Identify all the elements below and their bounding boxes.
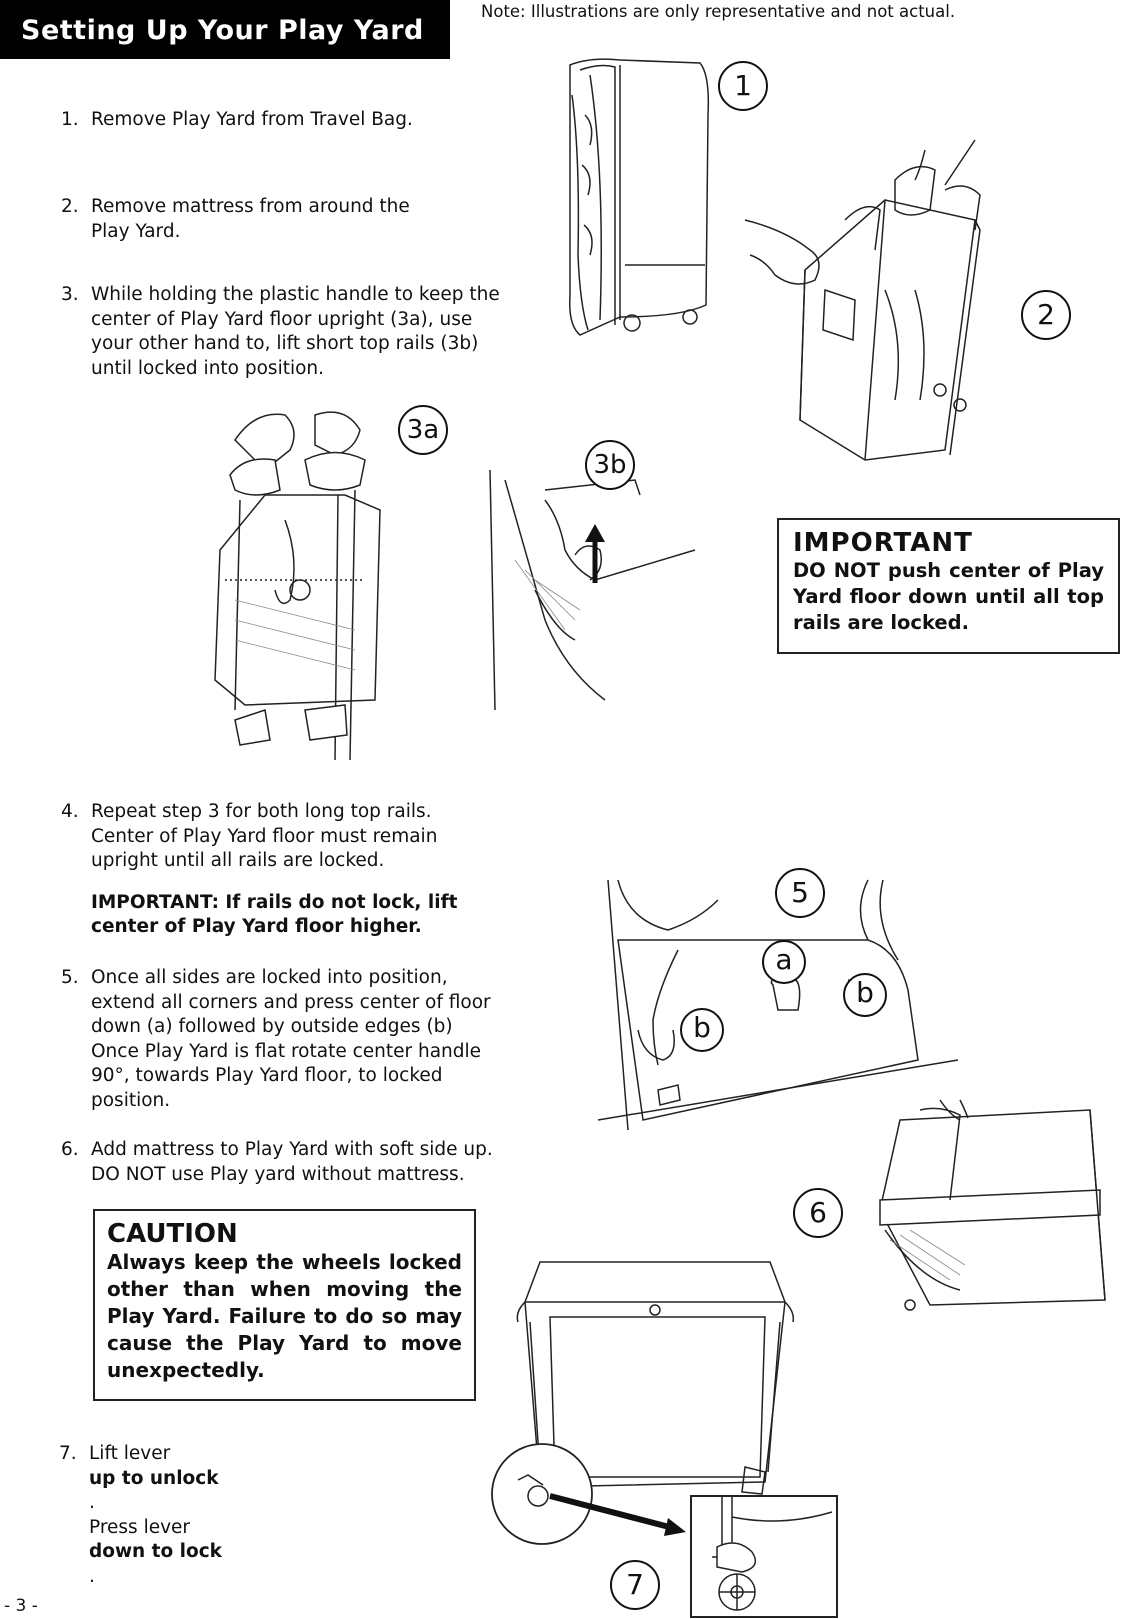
step-1-badge: 1 (718, 61, 768, 111)
step-text-line: extend all corners and press center of f… (91, 991, 491, 1013)
caution-text: Always keep the wheels locked other than… (107, 1250, 462, 1382)
step-important-line: center of Play Yard floor higher. (91, 916, 422, 937)
step-text-line: 90°, towards Play Yard floor, to locked (91, 1065, 443, 1086)
step-1: 1. Remove Play Yard from Travel Bag. (61, 108, 413, 133)
caution-title: CAUTION (107, 1219, 238, 1249)
label-a-badge: a (762, 940, 806, 984)
wheel-lever-inset (690, 1495, 838, 1618)
step-2: 2. Remove mattress from around the Play … (61, 195, 410, 244)
step-text-line: down (a) followed by outside edges (b) (91, 1016, 453, 1037)
step-text-line: Remove mattress from around the (91, 196, 410, 217)
step-3b-badge: 3b (585, 440, 635, 490)
step-3a-badge: 3a (398, 405, 448, 455)
step-text-line: Press lever down to lock. (89, 1516, 222, 1587)
important-text: DO NOT push center of Play Yard floor do… (793, 559, 1104, 634)
illustration-note: Note: Illustrations are only representat… (481, 2, 956, 21)
illustration-step-6 (860, 1100, 1115, 1305)
illustration-remove-mattress (745, 140, 1025, 470)
step-number: 4. (61, 801, 79, 822)
page-number: - 3 - (4, 1596, 38, 1616)
step-important-line: IMPORTANT: If rails do not lock, lift (91, 891, 458, 913)
caution-box: CAUTION Always keep the wheels locked ot… (93, 1209, 476, 1401)
step-text-line: Center of Play Yard floor must remain (91, 825, 438, 847)
section-title: Setting Up Your Play Yard (0, 0, 450, 59)
step-text-line: Once Play Yard is flat rotate center han… (91, 1040, 482, 1062)
step-text-line: DO NOT use Play yard without mattress. (91, 1163, 465, 1185)
illustration-travel-bag (560, 55, 720, 345)
step-5-badge: 5 (775, 868, 825, 918)
step-4: 4. Repeat step 3 for both long top rails… (61, 800, 457, 940)
step-number: 3. (61, 284, 79, 305)
step-text-line: Repeat step 3 for both long top rails. (91, 801, 432, 822)
step-7: 7. Lift lever up to unlock. Press lever … (59, 1442, 222, 1589)
step-text-line: Add mattress to Play Yard with soft side… (91, 1139, 493, 1160)
step-text-line: center of Play Yard floor upright (3a), … (91, 308, 473, 330)
step-text-line: Play Yard. (91, 220, 181, 242)
step-text-line: While holding the plastic handle to keep… (91, 284, 500, 305)
step-text-line: your other hand to, lift short top rails… (91, 333, 479, 354)
step-number: 7. (59, 1443, 77, 1464)
step-number: 1. (61, 109, 79, 130)
step-text-line: Remove Play Yard from Travel Bag. (91, 109, 413, 130)
important-box: IMPORTANT DO NOT push center of Play Yar… (777, 518, 1120, 654)
label-b-badge: b (680, 1008, 724, 1052)
step-5: 5. Once all sides are locked into positi… (61, 966, 491, 1113)
step-7-badge: 7 (610, 1560, 660, 1610)
label-b-badge: b (843, 973, 887, 1017)
step-2-badge: 2 (1021, 290, 1071, 340)
illustration-step-3a (205, 400, 405, 770)
important-title: IMPORTANT (793, 528, 973, 558)
step-3: 3. While holding the plastic handle to k… (61, 283, 500, 381)
step-text-line: upright until all rails are locked. (91, 850, 385, 871)
arrow-up-icon (585, 524, 605, 583)
step-number: 6. (61, 1139, 79, 1160)
wheel-magnifier (488, 1440, 686, 1570)
step-6: 6. Add mattress to Play Yard with soft s… (61, 1138, 493, 1187)
illustration-step-7 (510, 1262, 800, 1507)
illustration-step-3b (485, 470, 700, 715)
step-number: 2. (61, 196, 79, 217)
step-text-line: Once all sides are locked into position, (91, 967, 448, 988)
wheel-icon (712, 1497, 833, 1611)
step-text-line: position. (91, 1089, 171, 1111)
step-text-line: until locked into position. (91, 357, 325, 379)
step-number: 5. (61, 967, 79, 988)
step-text-line: Lift lever up to unlock. (89, 1443, 219, 1513)
illustration-step-5 (598, 880, 958, 1140)
step-6-badge: 6 (793, 1188, 843, 1238)
